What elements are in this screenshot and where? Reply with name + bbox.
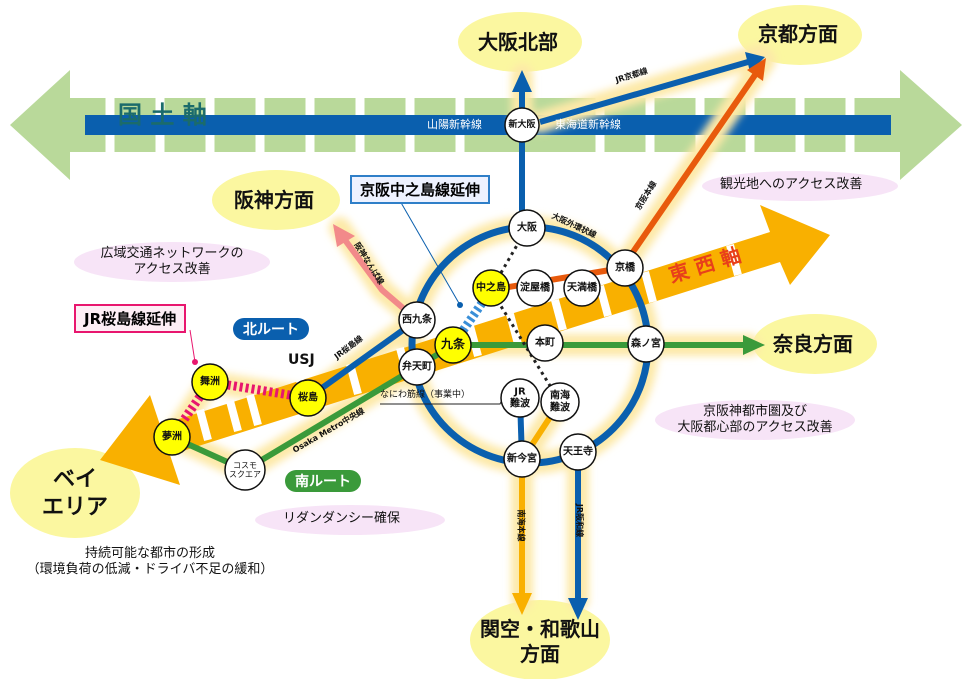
tokaido-shinkansen-label: 東海道新幹線 — [555, 118, 621, 131]
station-nankai-namba: 南海難波 — [550, 390, 570, 414]
station-temmabashi: 天満橋 — [567, 282, 597, 294]
station-nishikujo: 西九条 — [402, 314, 432, 326]
station-shin-osaka: 新大阪 — [508, 119, 536, 130]
shinkansen-line — [85, 115, 891, 135]
station-kyobashi: 京橋 — [615, 262, 635, 274]
sanyo-shinkansen-label: 山陽新幹線 — [427, 118, 482, 131]
dest-hanshin-bubble — [212, 170, 340, 230]
station-kujo: 九条 — [440, 337, 466, 352]
benefit-sustainable: 持続可能な都市の形成（環境負荷の低減・ドライバ不足の緩和） — [26, 546, 274, 578]
naniwasuji-callout: なにわ筋線（事業中） — [380, 390, 471, 400]
dest-kyoto: 京都方面 — [758, 22, 838, 46]
station-osaka: 大阪 — [517, 222, 537, 234]
benefit-tourism: 観光地へのアクセス改善 — [720, 177, 863, 192]
usj-label: USJ — [288, 352, 315, 368]
station-nakanoshima: 中之島 — [476, 282, 506, 294]
nankai-main-label: 南海本線 — [516, 509, 526, 542]
north-route-badge: 北ルート — [233, 318, 309, 340]
jr-sakurajima-extension-callout: JR桜島線延伸 — [74, 304, 187, 333]
dest-bay-area: ベイエリア — [41, 467, 108, 520]
dest-nara: 奈良方面 — [773, 332, 853, 356]
station-yodoyabashi: 淀屋橋 — [520, 282, 550, 294]
station-maishima: 舞洲 — [200, 376, 220, 388]
benefit-wide-area: 広域交通ネットワークのアクセス改善 — [100, 246, 244, 278]
dest-north-osaka-bubble — [458, 12, 582, 72]
station-tennoji: 天王寺 — [563, 446, 593, 458]
jr-hanwa-label: JR阪和線 — [575, 503, 585, 538]
station-bentencho: 弁天町 — [402, 361, 432, 373]
station-shin-imamiya: 新今宮 — [507, 453, 537, 465]
dest-nara-bubble — [753, 314, 877, 374]
national-axis-label: 国 土 軸 — [118, 101, 207, 129]
dest-north-osaka: 大阪北部 — [478, 30, 558, 54]
stations — [153, 107, 665, 491]
dest-kanku: 関空・和歌山方面 — [480, 617, 600, 666]
dest-hanshin: 阪神方面 — [234, 188, 314, 212]
benefit-redundancy: リダンダンシー確保 — [283, 511, 401, 526]
dest-bay-area-bubble — [10, 448, 140, 538]
station-sakurajima: 桜島 — [298, 392, 318, 404]
jr-sakurajima-line — [306, 317, 419, 401]
keihan-extension-callout: 京阪中之島線延伸 — [350, 175, 491, 204]
station-morinomiya: 森ノ宮 — [631, 338, 661, 350]
sakurajima-extension — [209, 377, 309, 403]
dest-kanku-bubble — [470, 600, 610, 679]
station-cosmosquare: コスモスクエア — [229, 460, 261, 479]
south-route-badge: 南ルート — [285, 470, 361, 492]
benefit-keihanshin: 京阪神都市圏及び大阪都心部のアクセス改善 — [677, 404, 833, 436]
station-yumeshima: 夢洲 — [162, 431, 182, 443]
station-hommachi: 本町 — [535, 337, 555, 349]
keihan-main-line — [619, 73, 758, 270]
jr-kyoto-line — [539, 59, 749, 125]
